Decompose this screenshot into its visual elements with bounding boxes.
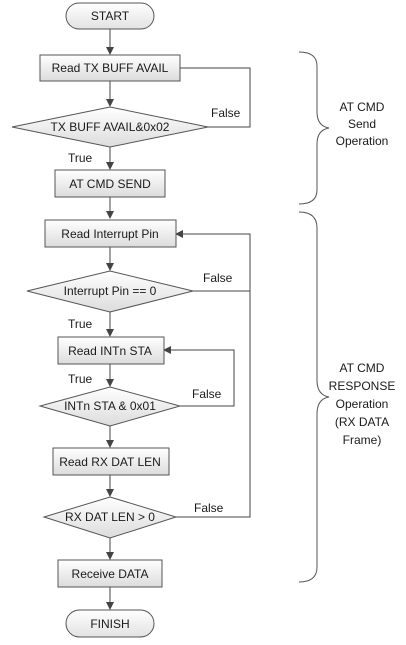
label-intn-false: False	[192, 387, 222, 401]
node-finish: FINISH	[65, 609, 155, 638]
decision-interrupt-pin: Interrupt Pin == 0	[26, 270, 194, 313]
brace-send-line-1: AT CMD	[340, 100, 385, 114]
edge-int-false-loop	[175, 230, 251, 292]
edge-rx-false-loop	[176, 291, 251, 518]
decision-tx-buff-avail-label: TX BUFF AVAIL&0x02	[51, 120, 170, 134]
node-read-intn-sta-label: Read INTn STA	[68, 344, 152, 358]
node-read-tx-buff-avail: Read TX BUFF AVAIL	[39, 54, 181, 82]
node-receive-data-label: Receive DATA	[72, 567, 149, 581]
brace-send-line-2: Send	[348, 117, 376, 131]
decision-rx-dat-len-label: RX DAT LEN > 0	[65, 510, 155, 524]
edge-labels: False True False True True False False	[68, 106, 241, 515]
brace-response-line-2: RESPONSE	[329, 379, 396, 393]
edge-tx-false-loop	[171, 64, 251, 128]
label-int-true: True	[68, 317, 93, 331]
decision-intn-sta: INTn STA & 0x01	[38, 386, 182, 427]
brace-response-line-1: AT CMD	[340, 361, 385, 375]
node-read-tx-buff-avail-label: Read TX BUFF AVAIL	[52, 61, 169, 75]
label-rx-false: False	[194, 501, 224, 515]
node-start-label: START	[91, 9, 130, 23]
node-receive-data: Receive DATA	[57, 559, 163, 588]
brace-send-operation: AT CMD Send Operation	[298, 51, 389, 205]
node-start: START	[65, 2, 155, 30]
decision-tx-buff-avail: TX BUFF AVAIL&0x02	[11, 106, 209, 148]
decision-interrupt-pin-label: Interrupt Pin == 0	[64, 284, 157, 298]
node-at-cmd-send-label: AT CMD SEND	[69, 177, 151, 191]
node-read-intn-sta: Read INTn STA	[57, 336, 165, 365]
node-read-interrupt-pin: Read Interrupt Pin	[44, 219, 177, 248]
brace-response-line-5: Frame)	[343, 433, 382, 447]
label-int-false: False	[203, 271, 233, 285]
brace-send-line-3: Operation	[336, 134, 389, 148]
label-intn-true: True	[68, 372, 93, 386]
label-tx-false: False	[211, 106, 241, 120]
node-read-rx-dat-len: Read RX DAT LEN	[52, 447, 170, 476]
label-tx-true: True	[68, 151, 93, 165]
node-at-cmd-send: AT CMD SEND	[54, 169, 166, 198]
brace-response-line-3: Operation	[336, 397, 389, 411]
decision-intn-sta-label: INTn STA & 0x01	[64, 399, 156, 413]
node-read-rx-dat-len-label: Read RX DAT LEN	[59, 455, 161, 469]
edges	[106, 29, 251, 610]
node-read-interrupt-pin-label: Read Interrupt Pin	[61, 227, 158, 241]
edge-intn-false-loop	[163, 346, 235, 407]
node-finish-label: FINISH	[90, 617, 129, 631]
brace-response-line-4: (RX DATA	[335, 415, 389, 429]
brace-response-operation: AT CMD RESPONSE Operation (RX DATA Frame…	[298, 211, 396, 583]
decision-rx-dat-len: RX DAT LEN > 0	[42, 496, 178, 539]
